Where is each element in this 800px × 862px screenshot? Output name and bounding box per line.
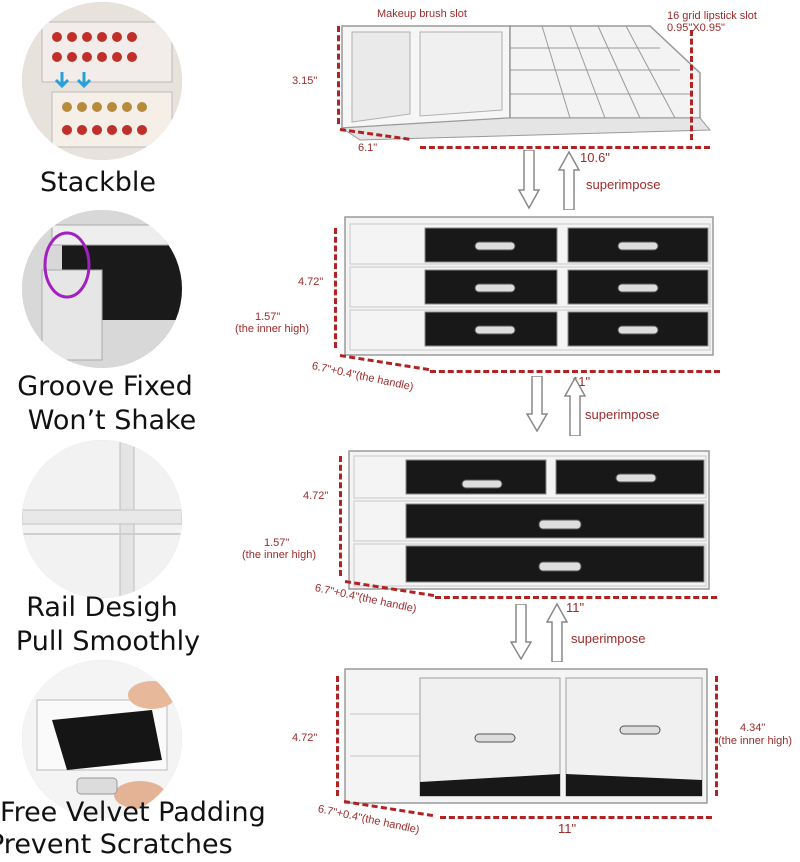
superimpose-label-2: superimpose — [585, 407, 660, 422]
tier4-drawing — [344, 668, 708, 804]
tier3-height-dim — [339, 456, 342, 576]
caption-rail-line1: Rail Desigh — [26, 592, 178, 623]
groove-photo — [22, 210, 182, 368]
tier4-inner-label: 4.34" — [740, 722, 766, 734]
tier4-height-label: 4.72" — [292, 732, 318, 744]
caption-groove-line2: Won’t Shake — [27, 405, 197, 436]
superimpose-label-1: superimpose — [586, 177, 661, 192]
caption-stack: Stackble — [39, 167, 156, 198]
lipstick-size-label: 0.95"X0.95" — [667, 22, 725, 34]
tier2-inner-label: 1.57" — [255, 311, 281, 323]
caption-velvet-line1: Free Velvet Padding — [0, 797, 266, 828]
top-right-dim — [690, 30, 693, 140]
brush-slot-label: Makeup brush slot — [377, 8, 467, 20]
arrow-down-icon — [518, 150, 540, 210]
top-width-label: 10.6" — [580, 150, 610, 165]
arrow-up-icon — [546, 602, 568, 662]
caption-velvet-line2: Prevent Scratches — [0, 829, 233, 860]
top-depth-label: 6.1" — [358, 142, 378, 154]
tier3-height-label: 4.72" — [303, 490, 329, 502]
arrow-up-icon — [558, 150, 580, 210]
tier3-inner-note: (the inner high) — [242, 549, 316, 561]
rail-photo — [22, 440, 182, 598]
top-height-label: 3.15" — [292, 75, 318, 87]
velvet-photo — [22, 660, 182, 818]
top-tray-drawing — [340, 25, 712, 141]
tier2-inner-note: (the inner high) — [235, 323, 309, 335]
caption-rail-line2: Pull Smoothly — [15, 626, 201, 657]
caption-groove-line1: Groove Fixed — [17, 371, 193, 402]
tier2-drawing — [344, 216, 714, 356]
tier4-width-dim — [440, 816, 712, 819]
arrow-down-icon — [526, 376, 548, 432]
tier4-height-dim — [336, 676, 339, 796]
top-height-dim — [337, 26, 340, 124]
tier2-height-dim — [334, 228, 337, 348]
tier3-width-label: 11" — [566, 600, 585, 615]
superimpose-label-3: superimpose — [571, 631, 646, 646]
tier4-inner-note: (the inner high) — [718, 735, 792, 747]
tier4-width-label: 11" — [558, 821, 577, 836]
arrow-down-icon — [510, 604, 532, 660]
tier3-inner-label: 1.57" — [264, 537, 290, 549]
arrow-up-icon — [564, 376, 586, 436]
tier4-inner-dim — [715, 676, 718, 796]
tier3-drawing — [348, 450, 710, 590]
tier3-width-dim — [435, 596, 717, 599]
top-width-dim — [420, 146, 710, 149]
lipstick-slot-label: 16 grid lipstick slot — [667, 10, 757, 22]
tier2-width-dim — [430, 370, 720, 373]
stack-photo — [22, 2, 182, 160]
tier4-depth-label: 6.7"+0.4"(the handle) — [316, 803, 421, 837]
tier2-height-label: 4.72" — [298, 276, 324, 288]
